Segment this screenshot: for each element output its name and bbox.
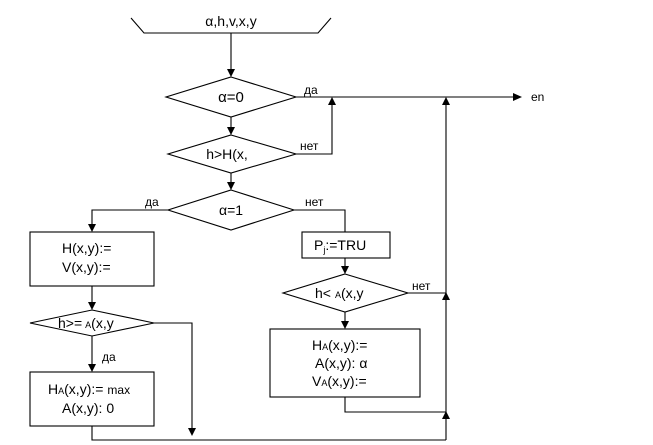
process-HA-max-shape	[29, 371, 155, 427]
process-P: Pj:=TRU	[301, 231, 391, 259]
process-HA-line3-prefix: V	[312, 373, 322, 389]
process-P-suffix: :=TRU	[325, 237, 366, 253]
arrowhead-h-gt-H-no-loop	[328, 97, 336, 105]
process-HA-max-line1-small: A	[58, 386, 64, 396]
arrowhead-alpha0-to-end	[513, 93, 522, 101]
process-HA-A-VA-line1: HA(x,y):=	[312, 337, 367, 353]
process-HA-max-line1-extra: max	[107, 383, 130, 397]
process-H-V-line2: V(x,y):=	[62, 259, 111, 275]
decision-h-ge-A-suffix: (x,y	[91, 315, 114, 331]
connector-h-gt-H-no-loop	[296, 104, 333, 155]
arrowhead-return-up-mid	[442, 292, 450, 300]
arrowhead-h-ge-A-to-HA-max	[88, 364, 96, 372]
process-P-shape	[301, 231, 391, 259]
decision-h-lt-A-small: A	[335, 290, 341, 300]
connector-h-ge-A-no	[154, 322, 193, 432]
arrowhead-h-gt-H-to-alpha1	[227, 182, 235, 190]
decision-alpha1: α=1	[166, 189, 296, 231]
arrowhead-P-to-h-lt-A	[341, 266, 349, 274]
process-P-label: Pj:=TRU	[314, 237, 366, 255]
decision-h-ge-A-prefix: h>=	[58, 315, 82, 331]
process-HA-max: HA(x,y):= max A(x,y): 0	[29, 371, 155, 427]
arrowhead-return-up-main	[442, 97, 450, 105]
process-HA-line3-suffix: (x,y):=	[327, 373, 366, 389]
input-block: α,h,v,x,y	[130, 13, 332, 34]
decision-h-gt-H-label: h>H(x,	[206, 146, 248, 162]
decision-h-lt-A: h< A(x,y	[281, 273, 410, 313]
arrowhead-input-to-alpha0	[227, 69, 235, 77]
process-HA-A-VA: HA(x,y):= A(x,y): α VA(x,y):=	[269, 328, 421, 398]
process-P-prefix: P	[314, 237, 323, 253]
arrowhead-alpha1-yes	[88, 224, 96, 232]
decision-alpha1-no-label: нет	[305, 195, 324, 209]
arrowhead-h-lt-A-to-HA	[341, 321, 349, 329]
input-label: α,h,v,x,y	[205, 13, 256, 29]
decision-h-ge-A: h>=A(x,y	[29, 309, 155, 337]
decision-h-lt-A-label: h< A(x,y	[315, 285, 364, 301]
connector-alpha1-no	[294, 209, 346, 232]
process-HA-line1-small: A	[322, 342, 328, 352]
process-HA-line1-suffix: (x,y):=	[328, 337, 367, 353]
arrowhead-H-V-to-h-ge-A	[88, 302, 96, 310]
process-HA-max-line2: A(x,y): 0	[62, 400, 114, 416]
process-HA-A-VA-line2: A(x,y): α	[315, 355, 367, 371]
decision-alpha1-yes-label: да	[145, 195, 159, 209]
process-HA-line1-prefix: H	[312, 337, 322, 353]
decision-h-lt-A-no-label: нет	[412, 279, 431, 293]
end-label: en	[531, 90, 544, 104]
arrowhead-h-ge-A-no	[188, 428, 196, 436]
process-P-subscript: j	[322, 245, 325, 255]
process-H-V: H(x,y):= V(x,y):=	[29, 231, 155, 287]
decision-h-gt-H: h>H(x,	[166, 134, 298, 174]
decision-h-ge-A-small: A	[85, 320, 91, 330]
decision-h-lt-A-prefix: h<	[315, 285, 331, 301]
decision-h-ge-A-label: h>=A(x,y	[58, 315, 114, 331]
decision-h-lt-A-suffix: (x,y	[341, 285, 364, 301]
decision-alpha0-label: α=0	[218, 89, 244, 106]
process-HA-max-line1-prefix: H	[48, 381, 58, 397]
arrowhead-alpha0-to-h-gt-H	[227, 127, 235, 135]
connector-HA-to-return	[344, 397, 446, 413]
decision-alpha1-label: α=1	[219, 202, 243, 218]
connector-alpha1-yes	[91, 209, 168, 224]
decision-h-gt-H-no-label: нет	[300, 139, 319, 153]
process-HA-A-VA-line3: VA(x,y):=	[312, 373, 367, 389]
process-HA-max-line1: HA(x,y):= max	[48, 381, 130, 397]
process-HA-A-VA-shape	[269, 328, 421, 398]
decision-alpha0: α=0	[164, 76, 298, 118]
decision-h-ge-A-yes-label: да	[102, 350, 116, 364]
process-H-V-line1: H(x,y):=	[62, 240, 111, 256]
arrowhead-return-up-low	[442, 411, 450, 419]
connector-HA-max-to-bottom	[91, 426, 446, 441]
process-HA-max-line1-suffix: (x,y):=	[64, 381, 103, 397]
decision-alpha1-shape	[166, 189, 296, 231]
decision-alpha0-yes-label: да	[304, 83, 318, 97]
process-HA-line3-small: A	[321, 378, 327, 388]
